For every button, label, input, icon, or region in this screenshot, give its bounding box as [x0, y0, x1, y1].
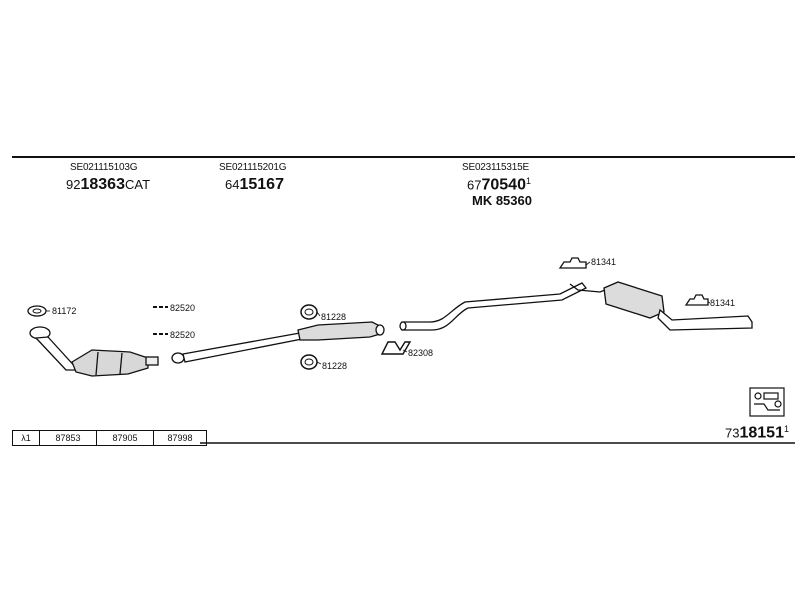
bracket-icon: [380, 341, 412, 355]
group-ref-3-main: 70540: [481, 176, 526, 194]
rear-pipe-icon: [399, 282, 588, 331]
final-ref-prefix: 73: [725, 425, 740, 441]
part-clamp-bottom-label: 82520: [170, 330, 196, 340]
final-ref-main: 18151: [739, 424, 784, 442]
group-ref-2-main: 15167: [239, 176, 284, 193]
legend-cell-2: 87905: [97, 431, 154, 445]
group-ref-1-prefix: 92: [66, 177, 81, 192]
group-extra-3: MK 85360: [472, 193, 532, 208]
part-ring-top-label: 81228: [321, 312, 347, 322]
catalytic-converter-icon: [29, 326, 159, 377]
group-code-2: SE021115201G: [219, 162, 287, 173]
part-ring-bottom-label: 81228: [322, 361, 348, 371]
group-ref-3-suffix: 1: [525, 176, 531, 186]
part-bracket-label: 82308: [408, 348, 434, 358]
part-hanger-top-label: 81341: [591, 257, 617, 267]
ring-bottom-icon: [300, 354, 318, 370]
group-ref-1-main: 18363: [80, 176, 125, 193]
part-gasket-front-label: 81172: [52, 306, 77, 316]
final-ref-suffix: 1: [783, 424, 789, 434]
legend-cell-1: 87853: [40, 431, 97, 445]
part-hanger-right-label: 81341: [710, 298, 736, 308]
ring-top-icon: [300, 304, 318, 320]
group-ref-2: 6415167: [225, 176, 284, 194]
group-code-1: SE021115103G: [70, 162, 138, 173]
legend-cell-3: 87998: [167, 433, 193, 443]
leader-lines: [46, 261, 711, 365]
group-ref-3: 67705401: [467, 176, 531, 194]
part-clamp-top-label: 82520: [170, 303, 196, 313]
catalogue-symbol-icon: [749, 387, 785, 417]
group-ref-2-prefix: 64: [225, 177, 240, 192]
gasket-front-icon: [27, 305, 47, 317]
group-ref-3-prefix: 67: [467, 177, 482, 193]
group-ref-1: 9218363CAT: [66, 176, 150, 194]
legend-cell-0: λ1: [13, 431, 40, 445]
legend-strip: λ1 87853 87905 87998: [12, 430, 207, 446]
rear-silencer-icon: [569, 281, 753, 331]
middle-silencer-icon: [171, 321, 385, 364]
hanger-right-icon: [684, 294, 709, 306]
group-code-3: SE023115315E: [462, 162, 529, 173]
final-ref: 73181511: [725, 424, 789, 442]
hanger-top-icon: [558, 257, 587, 269]
group-ref-1-suffix: CAT: [124, 177, 151, 192]
